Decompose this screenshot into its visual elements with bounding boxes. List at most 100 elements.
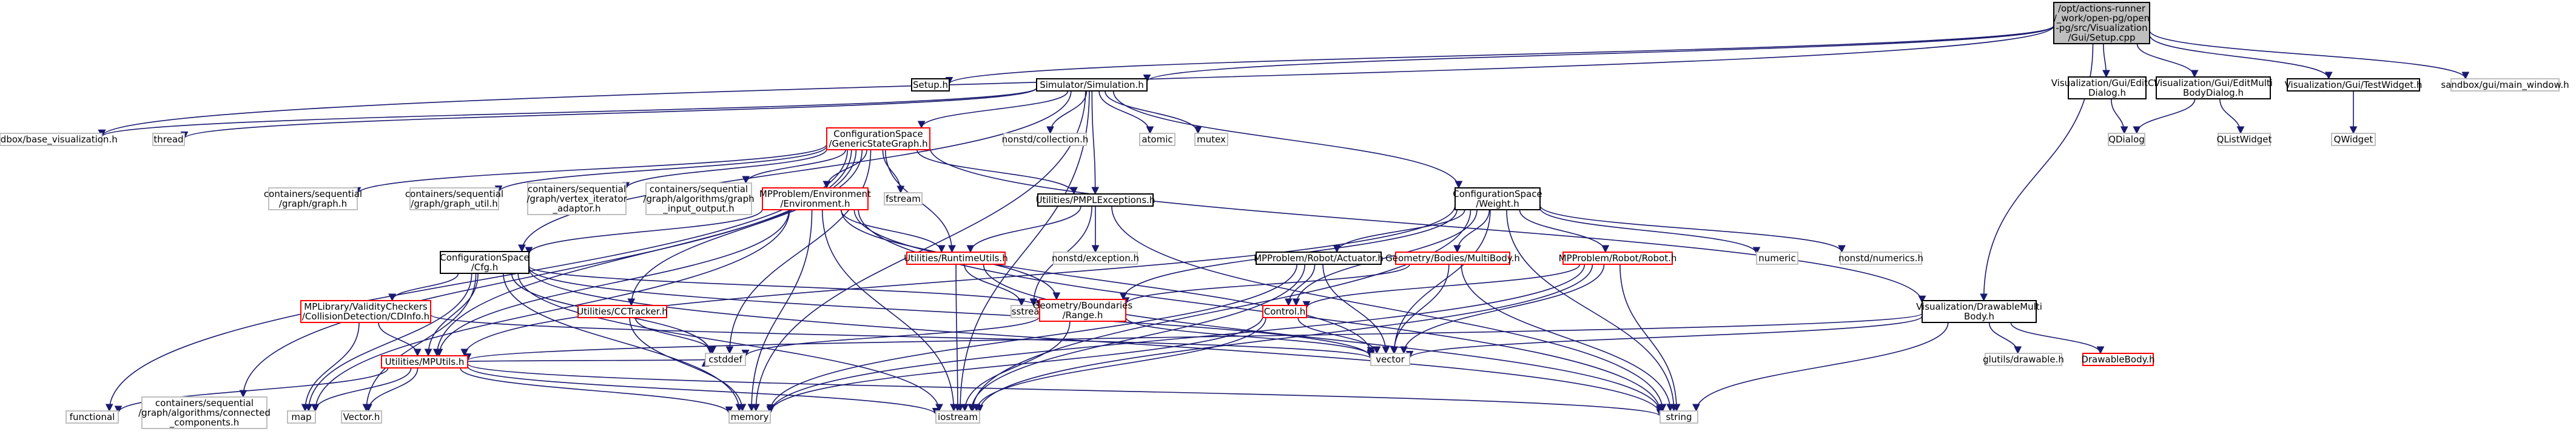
node-label: containers/sequential (650, 184, 748, 195)
node-label: Dialog.h (2088, 87, 2126, 98)
node-multibody[interactable]: Geometry/Bodies/MultiBody.h (1385, 252, 1520, 265)
node-label: Utilities/MPUtils.h (385, 356, 465, 367)
node-runtime-utils[interactable]: Utilities/RuntimeUtils.h (904, 252, 1008, 265)
node-fstream[interactable]: fstream (884, 192, 923, 205)
node-label: /opt/actions-runner (2058, 3, 2146, 14)
node-test-widget[interactable]: Visualization/Gui/TestWidget.h (2285, 78, 2423, 92)
node-mpp-environment[interactable]: MPProblem/Environment/Environment.h (759, 187, 871, 210)
node-thread[interactable]: thread (152, 133, 185, 146)
edge-control-to-vector (1297, 317, 1381, 355)
node-label: Geometry/Bodies/MultiBody.h (1385, 253, 1520, 264)
node-label: Setup.h (913, 79, 948, 90)
node-box (1003, 133, 1087, 146)
node-numeric[interactable]: numeric (1756, 252, 1798, 265)
edge-mp_utils-to-cstddef (467, 359, 708, 367)
node-box (1840, 252, 1922, 265)
node-main-window[interactable]: sandbox/gui/main_window.h (2441, 78, 2569, 92)
edge-runtime_utils-to-sstream (964, 264, 1026, 307)
node-vector-h[interactable]: Vector.h (341, 410, 382, 424)
node-cs-cfg[interactable]: ConfigurationSpace/Cfg.h (440, 251, 530, 274)
edge-generic_state_graph-to-fstream (882, 149, 905, 194)
node-box (935, 410, 980, 424)
node-root: /opt/actions-runner/_work/open-pg/open-p… (2053, 2, 2150, 44)
node-label: iostream (938, 412, 978, 422)
node-connected-components[interactable]: containers/sequential/graph/algorithms/c… (138, 396, 271, 429)
node-label: -pg/src/Visualization (2056, 22, 2147, 33)
node-cc-tracker[interactable]: Utilities/CCTracker.h (577, 305, 668, 318)
node-drawable-body[interactable]: DrawableBody.h (2081, 353, 2155, 366)
node-boundaries-range[interactable]: Geometry/Boundaries/Range.h (1033, 299, 1133, 322)
node-mp-utils[interactable]: Utilities/MPUtils.h (381, 355, 468, 369)
node-label: /graph/vertex_iterator (526, 193, 627, 205)
edge-robot-to-vector (1400, 264, 1605, 355)
edge-generic_state_graph-to-graph_util (494, 145, 827, 193)
node-memory[interactable]: memory (728, 410, 771, 424)
node-box (2450, 78, 2560, 92)
node-graph-input-output[interactable]: containers/sequential/graph/algorithms/g… (643, 182, 755, 215)
node-graph-h[interactable]: containers/sequential/graph/graph.h (264, 187, 362, 210)
edge-robot-to-control (1302, 264, 1581, 309)
node-box (300, 300, 431, 323)
node-nonstd-exception[interactable]: nonstd/exception.h (1052, 252, 1139, 265)
edge-cs_weight-to-actuator (1333, 209, 1465, 253)
node-label: _components.h (169, 417, 239, 429)
edge-mp_utils-to-functional (114, 367, 389, 414)
node-robot[interactable]: MPProblem/Robot/Robot.h (1559, 252, 1677, 265)
edge-cs_weight-to-numeric (1539, 207, 1761, 255)
edge-cs_cfg-to-map (304, 273, 472, 412)
node-qwidget[interactable]: QWidget (2331, 133, 2376, 146)
node-box (0, 133, 103, 146)
node-box (1139, 133, 1175, 146)
node-vertex-iterator[interactable]: containers/sequential/graph/vertex_itera… (526, 182, 628, 215)
node-control[interactable]: Control.h (1262, 305, 1307, 318)
node-cstddef[interactable]: cstddef (705, 353, 746, 366)
edge-cs_cfg-to-memory (503, 273, 744, 412)
node-collision-detection[interactable]: MPLibrary/ValidityCheckers/CollisionDete… (300, 300, 431, 323)
node-generic-state-graph[interactable]: ConfigurationSpace/GenericStateGraph.h (826, 127, 930, 150)
node-box (2331, 133, 2376, 146)
node-label: fstream (886, 193, 921, 204)
node-box (1922, 300, 2037, 323)
node-box (287, 410, 316, 424)
node-qdialog[interactable]: QDialog (2108, 133, 2145, 146)
edge-generic_state_graph-to-vertex_iterator (622, 148, 827, 190)
node-cs-weight[interactable]: ConfigurationSpace/Weight.h (1453, 187, 1542, 210)
node-label: Control.h (1264, 306, 1306, 317)
edge-pmpl_exceptions-to-runtime_utils (966, 205, 1081, 253)
node-actuator[interactable]: MPProblem/Robot/Actuator.h (1254, 252, 1384, 265)
node-box (1036, 78, 1148, 92)
node-pmpl-exceptions[interactable]: Utilities/PMPLExceptions.h (1036, 193, 1155, 207)
edge-simulator_h-to-nonstd_collection (1046, 90, 1088, 135)
node-base-visualization[interactable]: sandbox/base_visualization.h (0, 133, 118, 146)
node-atomic[interactable]: atomic (1139, 133, 1175, 146)
node-box (884, 192, 923, 205)
node-box (1756, 252, 1798, 265)
node-box (341, 410, 382, 424)
node-map[interactable]: map (287, 410, 316, 424)
edge-generic_state_graph-to-cc_tracker (627, 149, 863, 307)
node-functional[interactable]: functional (66, 410, 119, 424)
node-nonstd-numerics[interactable]: nonstd/numerics.h (1838, 252, 1923, 265)
edge-drawable_multibody-to-string (1692, 322, 1949, 412)
node-vector[interactable]: vector (1370, 353, 1410, 366)
node-mutex[interactable]: mutex (1194, 133, 1228, 146)
node-qlistwidget[interactable]: QListWidget (2217, 133, 2272, 146)
node-string[interactable]: string (1660, 410, 1698, 424)
node-nonstd-collection[interactable]: nonstd/collection.h (1002, 133, 1089, 146)
node-box (409, 187, 499, 210)
node-glutils-drawable[interactable]: glutils/drawable.h (1983, 353, 2064, 366)
node-box (1053, 252, 1138, 265)
edge-cs_cfg-to-boundaries_range (528, 265, 1044, 308)
edge-simulator_h-to-mutex (1105, 90, 1202, 135)
edge-mpp_environment-to-cs_cfg (525, 208, 763, 255)
node-box (826, 127, 930, 150)
edge-cc_tracker-to-memory (629, 317, 747, 412)
node-simulator-h[interactable]: Simulator/Simulation.h (1036, 78, 1148, 92)
edge-cs_cfg-to-mp_utils (424, 273, 479, 357)
node-iostream[interactable]: iostream (935, 410, 980, 424)
node-graph-util[interactable]: containers/sequential/graph/graph_util.h (405, 187, 503, 210)
node-setup-h[interactable]: Setup.h (911, 78, 950, 92)
